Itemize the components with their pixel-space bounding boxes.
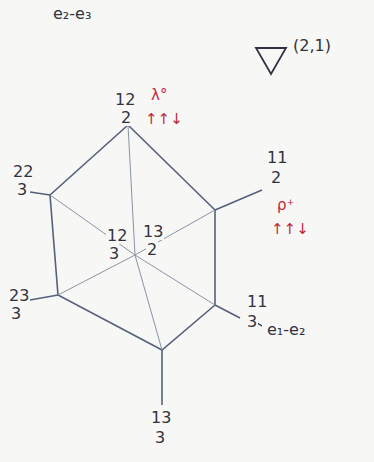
annotation: ρ⁺ (276, 198, 295, 213)
vertex-label: 22 (12, 164, 34, 180)
vertex-label: e₂-e₃ (52, 6, 92, 22)
annotation: λ° (150, 88, 168, 103)
vertex-label: 11 (246, 294, 268, 310)
vertex-label: 2 (146, 242, 158, 258)
vertex-label: 11 (266, 150, 288, 166)
vertex-label: 12 (114, 92, 136, 108)
annotation: ↑↑↓ (144, 112, 184, 127)
vertex-label: 2 (270, 170, 282, 186)
annotation: ↑↑↓ (270, 222, 310, 237)
vertex-label: 13 (142, 224, 164, 240)
vertex-label: 3 (246, 314, 258, 330)
vertex-label: 3 (16, 182, 28, 198)
hexagon (50, 125, 215, 350)
vertex-label: 3 (154, 430, 166, 446)
vertex-label: 3 (10, 306, 22, 322)
vertex-label: (2,1) (292, 38, 332, 54)
vertex-label: 23 (8, 288, 30, 304)
vertex-label: 12 (106, 228, 128, 244)
triangle-symbol (256, 48, 286, 74)
vertex-label: 3 (108, 246, 120, 262)
vertex-label: 13 (150, 410, 172, 426)
vertex-label: e₁-e₂ (266, 322, 306, 338)
vertex-label: 2 (120, 110, 132, 126)
